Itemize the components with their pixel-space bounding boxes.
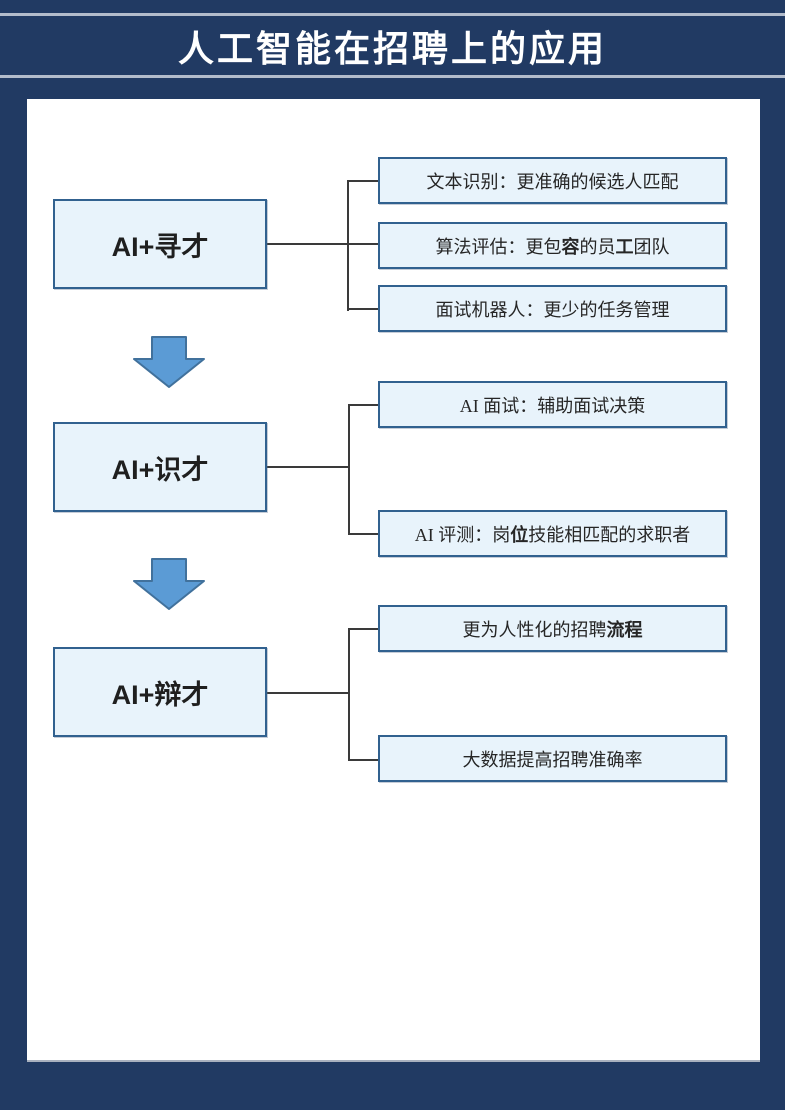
stage-box-ai-xuncai: AI+寻才 bbox=[53, 199, 267, 289]
child-box-label: AI 评测：岗位技能相匹配的求职者 bbox=[414, 524, 691, 545]
child-box-humanized-process: 更为人性化的招聘流程 bbox=[378, 605, 727, 652]
connector-line bbox=[348, 628, 350, 761]
child-box-label: 文本识别：更准确的候选人匹配 bbox=[426, 171, 679, 192]
connector-line bbox=[348, 404, 350, 535]
child-box-big-data-accuracy: 大数据提高招聘准确率 bbox=[378, 735, 727, 782]
page-title: 人工智能在招聘上的应用 bbox=[177, 28, 607, 69]
child-box-label: 面试机器人：更少的任务管理 bbox=[435, 299, 670, 320]
title-rule-top bbox=[0, 13, 785, 16]
down-arrow-icon bbox=[133, 336, 205, 388]
down-arrow-icon bbox=[133, 558, 205, 610]
connector-line bbox=[348, 759, 378, 761]
child-box-ai-interview: AI 面试：辅助面试决策 bbox=[378, 381, 727, 428]
stage-label: AI+识才 bbox=[111, 454, 209, 485]
connector-line bbox=[347, 308, 378, 310]
stage-box-ai-shicai: AI+识才 bbox=[53, 422, 267, 512]
connector-line bbox=[348, 533, 378, 535]
child-box-label: 大数据提高招聘准确率 bbox=[462, 749, 643, 770]
connector-line bbox=[347, 180, 349, 311]
child-box-algorithm-evaluation: 算法评估：更包容的员工团队 bbox=[378, 222, 727, 269]
child-box-label: 更为人性化的招聘流程 bbox=[462, 619, 643, 640]
child-box-interview-robot: 面试机器人：更少的任务管理 bbox=[378, 285, 727, 332]
connector-line bbox=[267, 243, 378, 245]
stage-label: AI+寻才 bbox=[111, 231, 209, 262]
title-bar: 人工智能在招聘上的应用 bbox=[0, 16, 785, 75]
stage-label: AI+辩才 bbox=[111, 679, 209, 710]
child-box-label: 算法评估：更包容的员工团队 bbox=[435, 236, 670, 257]
child-box-ai-assessment: AI 评测：岗位技能相匹配的求职者 bbox=[378, 510, 727, 557]
connector-line bbox=[267, 466, 350, 468]
connector-line bbox=[267, 692, 350, 694]
connector-line bbox=[347, 180, 378, 182]
connector-line bbox=[348, 404, 378, 406]
connector-line bbox=[348, 628, 378, 630]
child-box-label: AI 面试：辅助面试决策 bbox=[459, 395, 646, 416]
title-rule-bottom bbox=[0, 75, 785, 78]
child-box-text-recognition: 文本识别：更准确的候选人匹配 bbox=[378, 157, 727, 204]
stage-box-ai-biancai: AI+辩才 bbox=[53, 647, 267, 737]
